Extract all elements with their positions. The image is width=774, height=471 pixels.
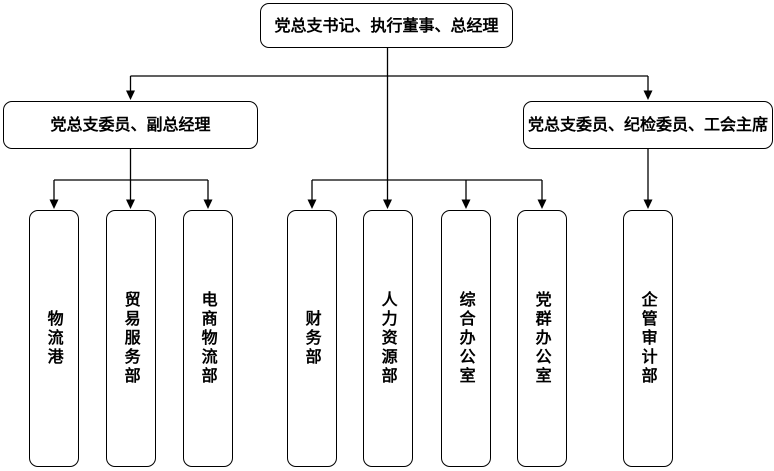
node-dept-human-resources: 人力资源部 <box>363 210 413 467</box>
dept-label-party-mass-office: 党群办公室 <box>532 291 552 386</box>
node-dept-party-mass-office: 党群办公室 <box>517 210 567 467</box>
arrowhead-d5 <box>383 199 392 209</box>
dept-label-human-resources: 人力资源部 <box>378 291 398 386</box>
dept-label-logistics-port: 物流港 <box>44 310 64 367</box>
node-dept-trade-service: 贸易服务部 <box>106 210 156 467</box>
arrowhead-d8 <box>643 199 653 209</box>
node-deputy-gm: 党总支委员、副总经理 <box>3 101 258 149</box>
node-discipline-union-chair: 党总支委员、纪检委员、工会主席 <box>523 101 773 149</box>
arrowhead-d3 <box>203 199 213 209</box>
dept-label-audit: 企管审计部 <box>638 291 658 386</box>
node-dept-general-office: 综合办公室 <box>441 210 491 467</box>
dept-label-finance: 财务部 <box>302 310 322 367</box>
dept-label-ecommerce-logistics: 电商物流部 <box>198 291 218 386</box>
edges-root-to-level2 <box>126 48 653 100</box>
node-dept-audit: 企管审计部 <box>623 210 673 467</box>
arrowhead-deputy <box>126 90 135 100</box>
arrowhead-d6 <box>461 199 471 209</box>
arrowhead-discipline <box>643 90 653 100</box>
dept-label-trade-service: 贸易服务部 <box>121 291 141 386</box>
edges-right-branch <box>643 149 653 209</box>
node-dept-ecommerce-logistics: 电商物流部 <box>183 210 233 467</box>
dept-label-general-office: 综合办公室 <box>456 291 476 386</box>
node-dept-logistics-port: 物流港 <box>29 210 79 467</box>
arrowhead-d1 <box>49 199 59 209</box>
edges-left-branch <box>49 149 213 209</box>
edges-center-branch <box>307 76 547 209</box>
node-party-secretary-gm: 党总支书记、执行董事、总经理 <box>260 3 513 48</box>
node-dept-finance: 财务部 <box>287 210 337 467</box>
arrowhead-d4 <box>307 199 317 209</box>
arrowhead-d7 <box>537 199 547 209</box>
arrowhead-d2 <box>126 199 135 209</box>
